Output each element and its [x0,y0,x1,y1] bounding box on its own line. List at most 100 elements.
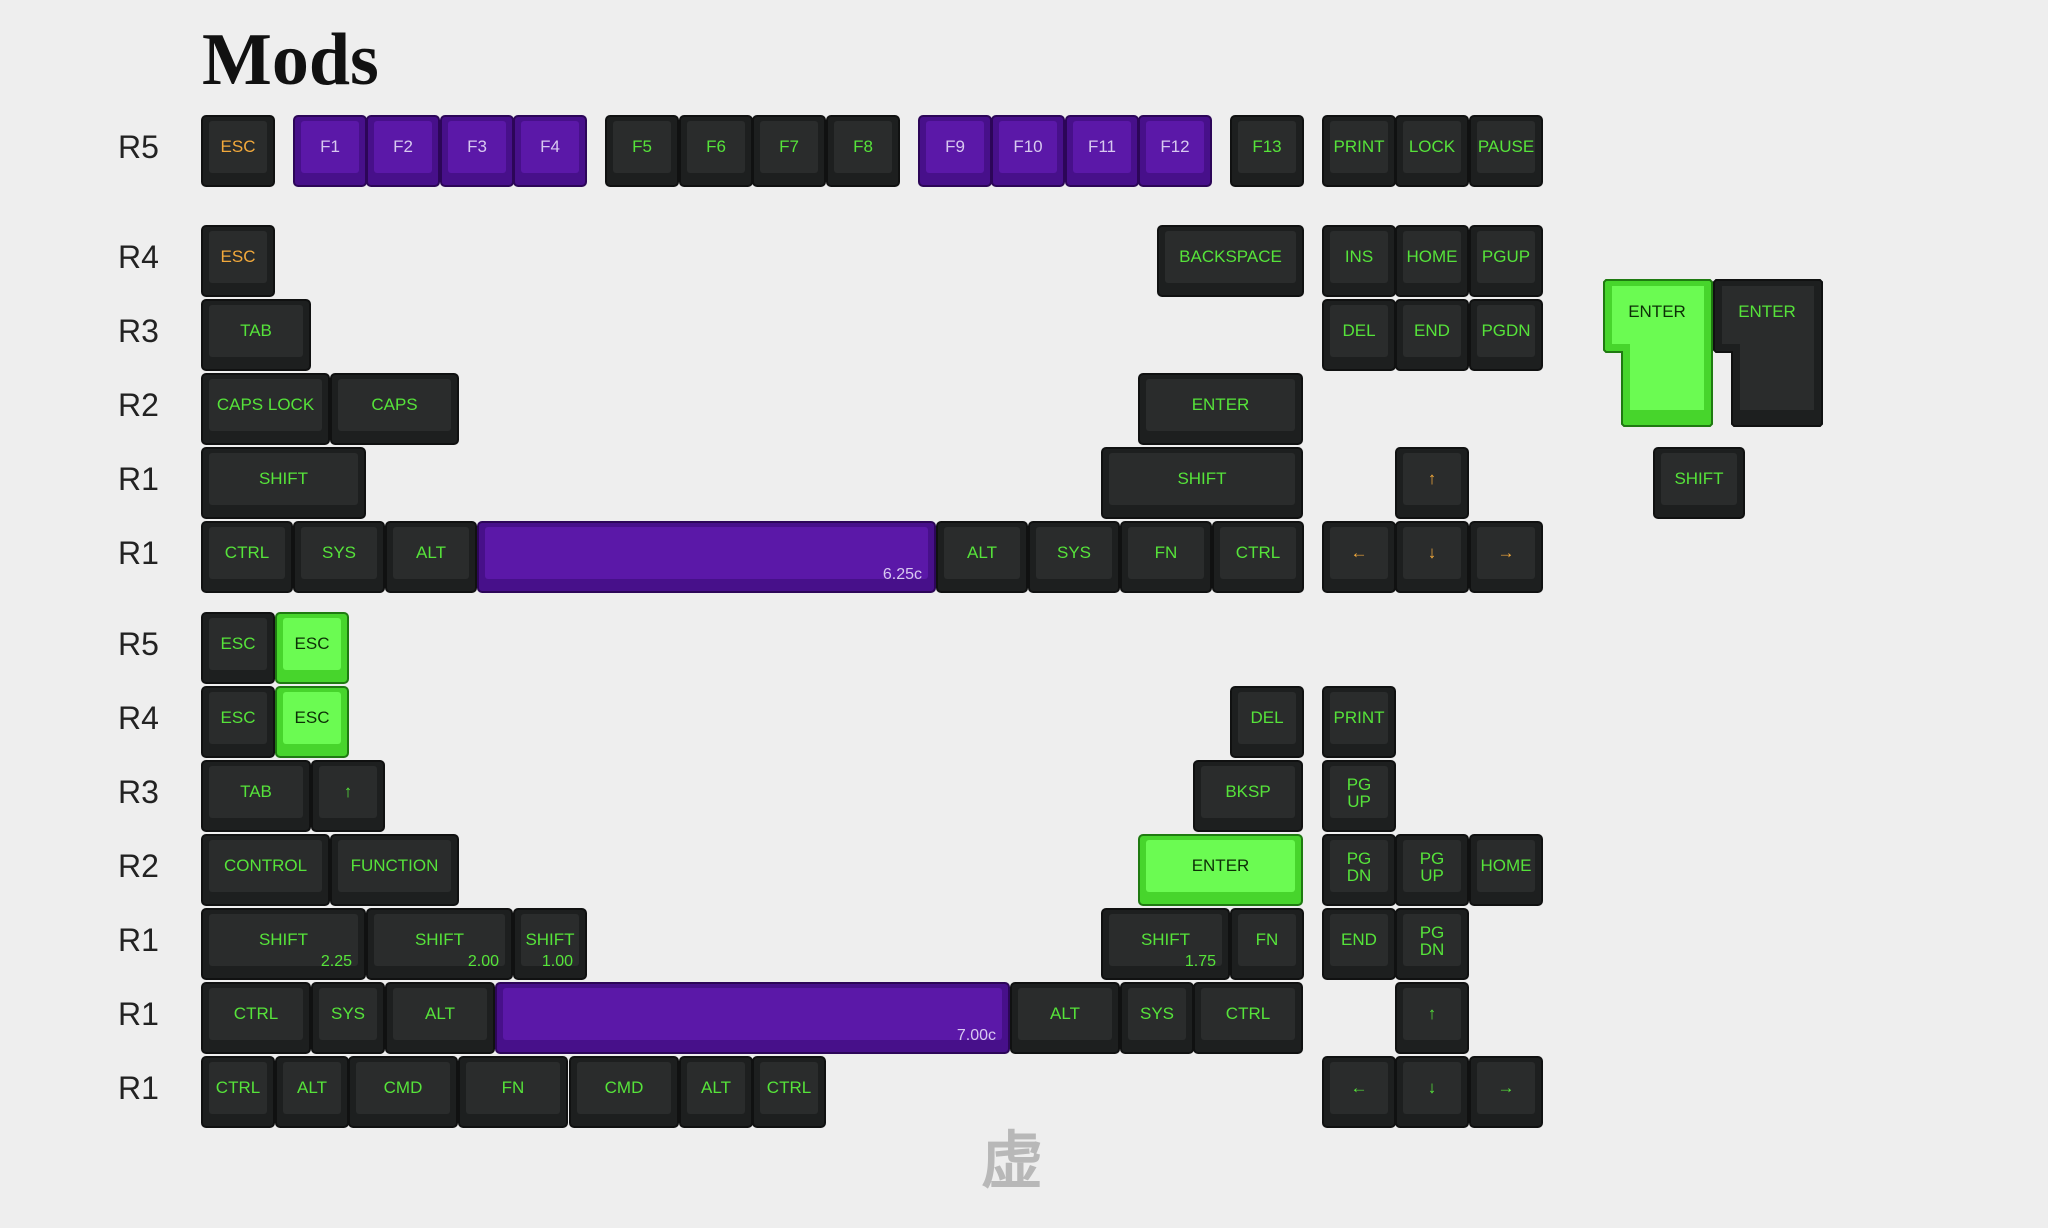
row-label: R3 [118,774,159,810]
keycap[interactable]: INS [1322,225,1396,297]
keycap[interactable]: ALT [936,521,1028,593]
keycap[interactable]: F12 [1138,115,1212,187]
keycap[interactable]: F8 [826,115,900,187]
keycap[interactable]: FN [1230,908,1304,980]
keycap[interactable]: PG DN [1395,908,1469,980]
keycap[interactable]: ALT [385,982,495,1054]
keycap[interactable]: ALT [1010,982,1120,1054]
keycap[interactable]: ← [1322,521,1396,593]
keycap[interactable]: F5 [605,115,679,187]
keycap[interactable]: SYS [293,521,385,593]
keycap[interactable]: 7.00c [495,982,1010,1054]
iso-enter-dark[interactable]: ENTER [1713,279,1823,427]
keycap[interactable]: ENTER [1138,373,1303,445]
keycap-face [521,914,579,966]
keycap[interactable]: ESC [201,115,275,187]
keycap[interactable]: F1 [293,115,367,187]
keycap[interactable]: CTRL [201,982,311,1054]
keycap[interactable]: F9 [918,115,992,187]
keycap[interactable]: ALT [385,521,477,593]
keycap[interactable]: ↑ [1395,982,1469,1054]
keycap[interactable]: CMD [348,1056,458,1128]
keycap[interactable]: CAPS [330,373,459,445]
keycap[interactable]: SHIFT [1101,447,1303,519]
keycap[interactable]: ESC [275,686,349,758]
keycap[interactable]: F7 [752,115,826,187]
keycap[interactable]: PG UP [1322,760,1396,832]
keycap[interactable]: PRINT [1322,115,1396,187]
keycap[interactable]: PAUSE [1469,115,1543,187]
keycap[interactable]: CTRL [201,521,293,593]
keycap[interactable]: CTRL [752,1056,826,1128]
keycap[interactable]: F6 [679,115,753,187]
keycap[interactable]: ENTER [1138,834,1303,906]
keycap[interactable]: PG UP [1395,834,1469,906]
keycap[interactable]: END [1322,908,1396,980]
keycap[interactable]: CONTROL [201,834,330,906]
keycap[interactable]: PGUP [1469,225,1543,297]
keycap[interactable]: F2 [366,115,440,187]
keycap[interactable]: PG DN [1322,834,1396,906]
keycap[interactable]: CTRL [1212,521,1304,593]
keycap-legend: ESC [294,634,330,653]
keycap[interactable]: TAB [201,299,311,371]
keycap[interactable]: ALT [679,1056,753,1128]
keycap[interactable]: ↑ [311,760,385,832]
keycap[interactable]: CAPS LOCK [201,373,330,445]
keycap-legend: PGDN [1481,321,1531,340]
keycap[interactable]: F10 [991,115,1065,187]
keycap-legend: ESC [220,634,256,653]
keycap[interactable]: PRINT [1322,686,1396,758]
keycap-face [209,988,303,1040]
keycap[interactable]: CMD [569,1056,679,1128]
keycap[interactable]: BACKSPACE [1157,225,1304,297]
keycap[interactable]: END [1395,299,1469,371]
keycap[interactable]: LOCK [1395,115,1469,187]
keycap[interactable]: SYS [1028,521,1120,593]
keycap[interactable]: CTRL [201,1056,275,1128]
iso-enter-dark-label: ENTER [1738,302,1796,321]
row-label: R1 [118,996,159,1032]
keycap[interactable]: ALT [275,1056,349,1128]
keycap[interactable]: ESC [201,225,275,297]
keycap[interactable]: DEL [1230,686,1304,758]
keycap-face [1403,121,1461,173]
keycap[interactable]: HOME [1395,225,1469,297]
keycap[interactable]: F4 [513,115,587,187]
keycap[interactable]: HOME [1469,834,1543,906]
keycap[interactable]: ↓ [1395,1056,1469,1128]
keycap[interactable]: ESC [275,612,349,684]
keycap[interactable]: ESC [201,686,275,758]
keycap[interactable]: F11 [1065,115,1139,187]
keycap[interactable]: → [1469,1056,1543,1128]
keycap[interactable]: F3 [440,115,514,187]
keycap[interactable]: PGDN [1469,299,1543,371]
keycap[interactable]: F13 [1230,115,1304,187]
keycap[interactable]: SYS [1120,982,1194,1054]
keycap[interactable]: DEL [1322,299,1396,371]
keycap[interactable]: TAB [201,760,311,832]
keycap[interactable]: BKSP [1193,760,1303,832]
keycap[interactable]: ↓ [1395,521,1469,593]
keycap-legend: ESC [220,247,256,266]
keycap-legend: ALT [416,543,446,562]
keycap[interactable]: FN [458,1056,568,1128]
keycap[interactable]: SYS [311,982,385,1054]
keycap[interactable]: FN [1120,521,1212,593]
keycap[interactable]: 6.25c [477,521,936,593]
keycap-face [1330,121,1388,173]
keycap[interactable]: CTRL [1193,982,1303,1054]
keycap-face [1403,1062,1461,1114]
iso-enter-green[interactable]: ENTER [1603,279,1713,427]
keycap[interactable]: SHIFT [1653,447,1745,519]
keycap[interactable]: ← [1322,1056,1396,1128]
keycap[interactable]: → [1469,521,1543,593]
keycap[interactable]: ESC [201,612,275,684]
keycap[interactable]: ↑ [1395,447,1469,519]
keycap[interactable]: SHIFT [201,447,366,519]
keycap[interactable]: FUNCTION [330,834,459,906]
